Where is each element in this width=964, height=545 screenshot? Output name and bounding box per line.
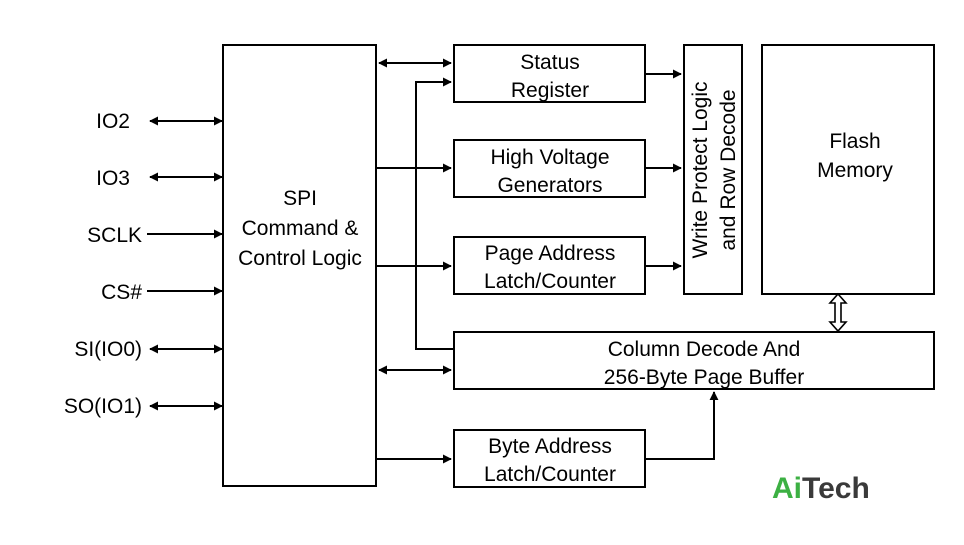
- column-decode-line1: Column Decode And: [608, 338, 801, 361]
- spi-label-line3: Control Logic: [238, 247, 362, 270]
- pin-label-so-io1: SO(IO1): [64, 395, 142, 418]
- pin-label-io2: IO2: [96, 110, 130, 133]
- column-decode-line2: 256-Byte Page Buffer: [604, 366, 804, 389]
- pin-label-io3: IO3: [96, 167, 130, 190]
- page-address-line1: Page Address: [485, 242, 616, 265]
- byte-address-block: [453, 429, 646, 488]
- pin-label-cs: CS#: [101, 281, 142, 304]
- spi-label-line1: SPI: [283, 187, 317, 210]
- flash-memory-line2: Memory: [817, 159, 893, 182]
- high-voltage-line1: High Voltage: [490, 146, 609, 169]
- flash-memory-block: [761, 44, 935, 295]
- pin-label-si-io0: SI(IO0): [74, 338, 142, 361]
- spi-label-line2: Command &: [242, 217, 359, 240]
- column-decode-block: [453, 331, 935, 390]
- high-voltage-line2: Generators: [497, 174, 602, 197]
- page-address-block: [453, 236, 646, 295]
- flash-column-bus-arrow: [828, 292, 848, 333]
- write-protect-block: [683, 44, 743, 295]
- page-address-line2: Latch/Counter: [484, 270, 616, 293]
- flash-memory-line1: Flash: [829, 130, 880, 153]
- aitech-logo: AiTech: [772, 472, 870, 505]
- aitech-logo-part1: Ai: [772, 472, 802, 505]
- wire-byte-address-column: [645, 391, 719, 460]
- aitech-logo-part2: Tech: [802, 472, 870, 505]
- status-register-line1: Status: [520, 51, 580, 74]
- status-register-line2: Register: [511, 79, 589, 102]
- pin-label-sclk: SCLK: [87, 224, 142, 247]
- byte-address-line1: Byte Address: [488, 435, 612, 458]
- spi-control-block: [222, 44, 377, 487]
- wire-feedback-loop: [415, 77, 454, 350]
- write-protect-line1: Write Protect Logic: [689, 81, 712, 258]
- write-protect-line2: and Row Decode: [717, 89, 740, 250]
- byte-address-line2: Latch/Counter: [484, 463, 616, 486]
